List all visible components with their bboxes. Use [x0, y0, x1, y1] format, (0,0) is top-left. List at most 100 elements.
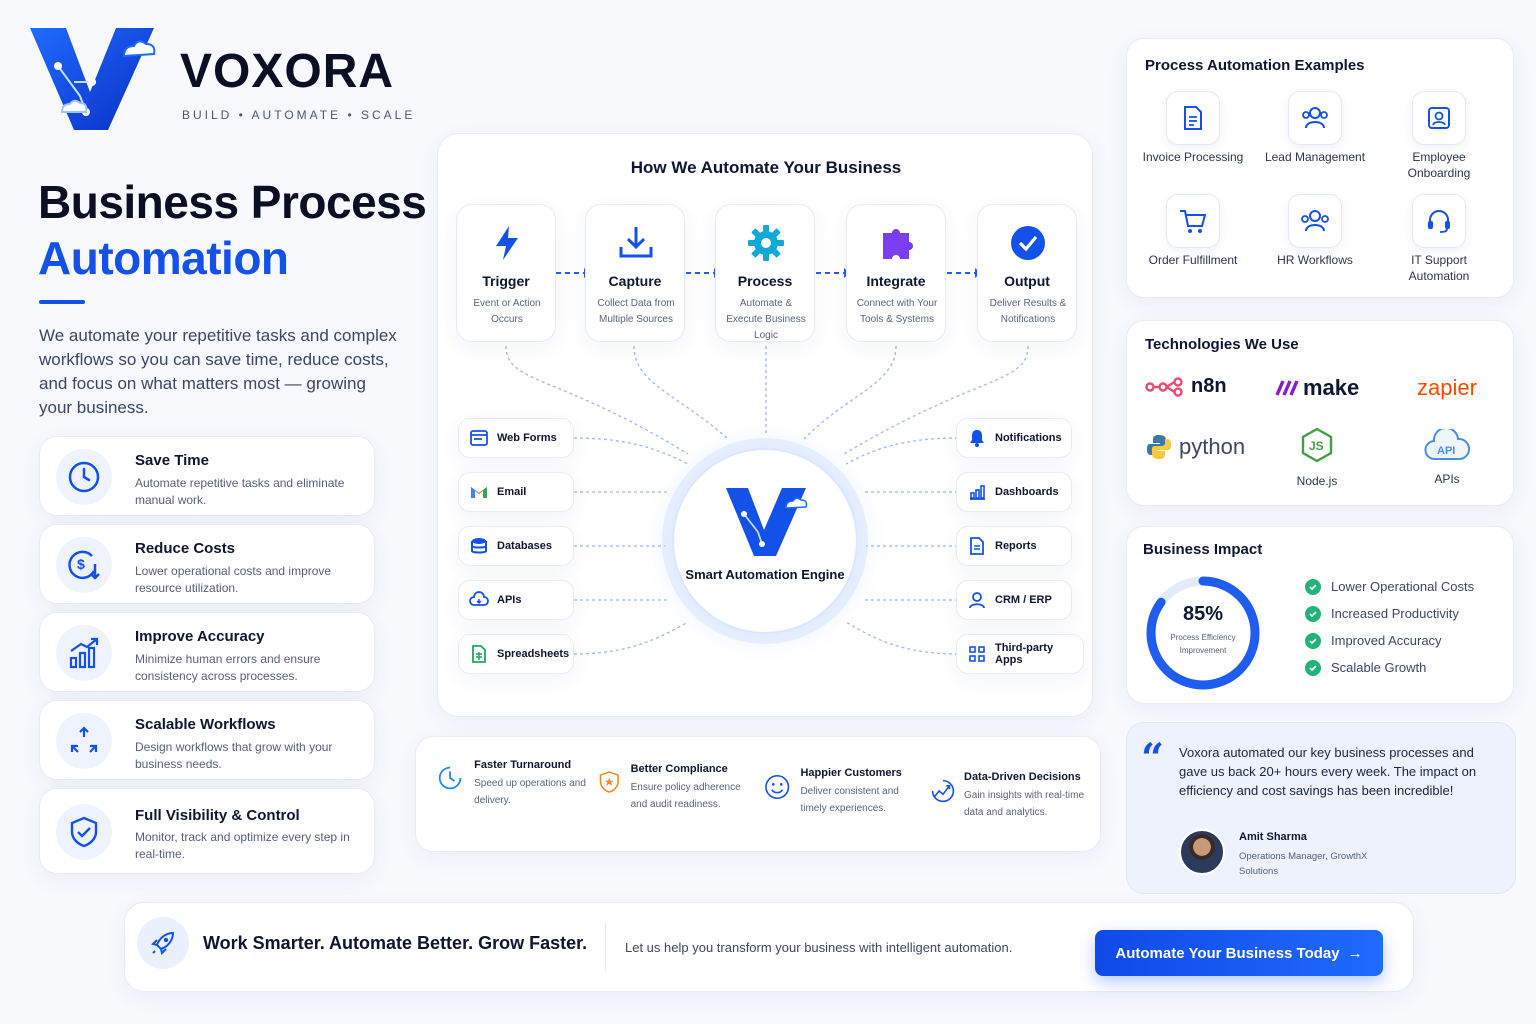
impact-list: Lower Operational Costs Increased Produc…	[1305, 573, 1474, 681]
output-crm-erp: CRM / ERP	[956, 580, 1072, 620]
people-icon	[1288, 91, 1342, 145]
tech-apis: API APIs	[1407, 427, 1487, 486]
brand-name: VOXORA	[180, 45, 395, 98]
step-title: Trigger	[482, 273, 530, 289]
impact-value: 85%	[1182, 603, 1224, 625]
title-underline	[39, 300, 85, 304]
example-lead-management: Lead Management	[1260, 91, 1370, 165]
tech-nodejs: JS Node.js	[1277, 427, 1357, 488]
output-label: CRM / ERP	[995, 594, 1052, 606]
chart-up-icon	[56, 625, 112, 681]
example-it-support: IT Support Automation	[1384, 194, 1494, 284]
benefit-desc: Lower operational costs and improve reso…	[135, 564, 332, 595]
check-icon	[1305, 659, 1321, 676]
input-label: Email	[497, 486, 527, 498]
output-dashboards: Dashboards	[956, 472, 1072, 512]
tech-label: Node.js	[1296, 474, 1338, 488]
outcome-title: Happier Customers	[800, 767, 902, 779]
input-label: Spreadsheets	[497, 648, 570, 660]
output-label: Third-party Apps	[995, 642, 1054, 666]
benefit-title: Reduce Costs	[135, 540, 236, 557]
impact-item-label: Scalable Growth	[1331, 660, 1427, 675]
badge-shield-icon	[599, 771, 619, 793]
outcome-desc: Ensure policy adherence and audit readin…	[630, 782, 741, 810]
impact-item-label: Lower Operational Costs	[1331, 579, 1475, 594]
lightning-icon	[487, 223, 527, 263]
cta-bar: Work Smarter. Automate Better. Grow Fast…	[124, 902, 1414, 992]
page-title: Business Process Automation	[38, 174, 427, 286]
team-icon	[1288, 194, 1342, 248]
flow-step-output: Output Deliver Results & Notifications	[977, 204, 1077, 342]
output-label: Notifications	[995, 432, 1062, 444]
output-label: Dashboards	[995, 486, 1059, 498]
nodejs-logo-icon: JS	[1301, 427, 1333, 463]
outcome-desc: Gain insights with real-time data and an…	[964, 790, 1085, 818]
input-web-forms: Web Forms	[458, 418, 574, 458]
step-desc: Collect Data from Multiple Sources	[597, 298, 675, 325]
flow-step-process: Process Automate & Execute Business Logi…	[715, 204, 815, 342]
expand-arrows-icon	[56, 713, 112, 769]
example-employee-onboarding: Employee Onboarding	[1384, 91, 1494, 181]
smiley-icon	[765, 774, 790, 800]
input-email: Email	[458, 472, 574, 512]
tech-label: zapier	[1417, 375, 1477, 400]
benefit-card-visibility: Full Visibility & Control Monitor, track…	[39, 788, 375, 874]
example-label: Invoice Processing	[1142, 150, 1244, 164]
step-desc: Deliver Results & Notifications	[989, 298, 1067, 325]
testimonial-name: Amit Sharma	[1239, 831, 1307, 843]
step-title: Capture	[608, 273, 662, 289]
benefit-title: Scalable Workflows	[135, 716, 276, 733]
benefit-title: Improve Accuracy	[135, 628, 265, 645]
id-card-icon	[1412, 91, 1466, 145]
automate-business-button[interactable]: Automate Your Business Today →	[1095, 930, 1383, 976]
benefit-card-reduce-costs: $ Reduce Costs Lower operational costs a…	[39, 524, 375, 604]
benefit-card-scalable-workflows: Scalable Workflows Design workflows that…	[39, 700, 375, 780]
outcome-title: Faster Turnaround	[474, 759, 572, 771]
input-apis: APIs	[458, 580, 574, 620]
example-label: Lead Management	[1264, 150, 1366, 164]
check-icon	[1305, 605, 1321, 622]
technologies-title: Technologies We Use	[1145, 336, 1299, 353]
benefit-desc: Design workflows that grow with your bus…	[135, 740, 333, 771]
impact-title: Business Impact	[1143, 541, 1263, 558]
intro-text: We automate your repetitive tasks and co…	[39, 326, 397, 417]
svg-text:API: API	[1437, 445, 1455, 457]
check-icon	[1305, 632, 1321, 649]
cloud-icon	[469, 591, 489, 606]
gmail-icon	[471, 487, 487, 498]
sheet-icon	[472, 645, 486, 663]
apps-grid-icon	[969, 646, 985, 662]
input-spreadsheets: Spreadsheets	[458, 634, 574, 674]
cart-icon	[1166, 194, 1220, 248]
impact-gauge: 85% Process Efficiency Improvement	[1143, 573, 1263, 693]
step-desc: Connect with Your Tools & Systems	[856, 298, 938, 325]
output-reports: Reports	[956, 526, 1072, 566]
flow-step-capture: Capture Collect Data from Multiple Sourc…	[585, 204, 685, 342]
n8n-logo-icon	[1145, 376, 1183, 397]
bar-chart-icon	[970, 485, 985, 500]
example-invoice: Invoice Processing	[1138, 91, 1248, 165]
cta-divider	[605, 923, 606, 971]
bell-icon	[970, 430, 984, 447]
impact-item: Lower Operational Costs	[1305, 573, 1474, 600]
benefit-desc: Minimize human errors and ensure consist…	[135, 652, 321, 683]
technologies-card: Technologies We Use n8n make zapier pyth…	[1126, 320, 1514, 506]
browser-icon	[470, 430, 488, 446]
tech-make: make	[1275, 375, 1359, 401]
output-notifications: Notifications	[956, 418, 1072, 458]
automation-flow-panel: How We Automate Your Business	[437, 133, 1093, 717]
tech-label: python	[1179, 434, 1246, 459]
outcome-desc: Deliver consistent and timely experience…	[800, 786, 899, 814]
cta-headline: Work Smarter. Automate Better. Grow Fast…	[203, 933, 588, 953]
output-third-party-apps: Third-party Apps	[956, 634, 1084, 674]
impact-card: Business Impact 85% Process Efficiency I…	[1126, 526, 1514, 704]
benefit-card-improve-accuracy: Improve Accuracy Minimize human errors a…	[39, 612, 375, 692]
puzzle-icon	[877, 223, 917, 263]
avatar	[1179, 829, 1225, 875]
examples-card: Process Automation Examples Invoice Proc…	[1126, 38, 1514, 298]
